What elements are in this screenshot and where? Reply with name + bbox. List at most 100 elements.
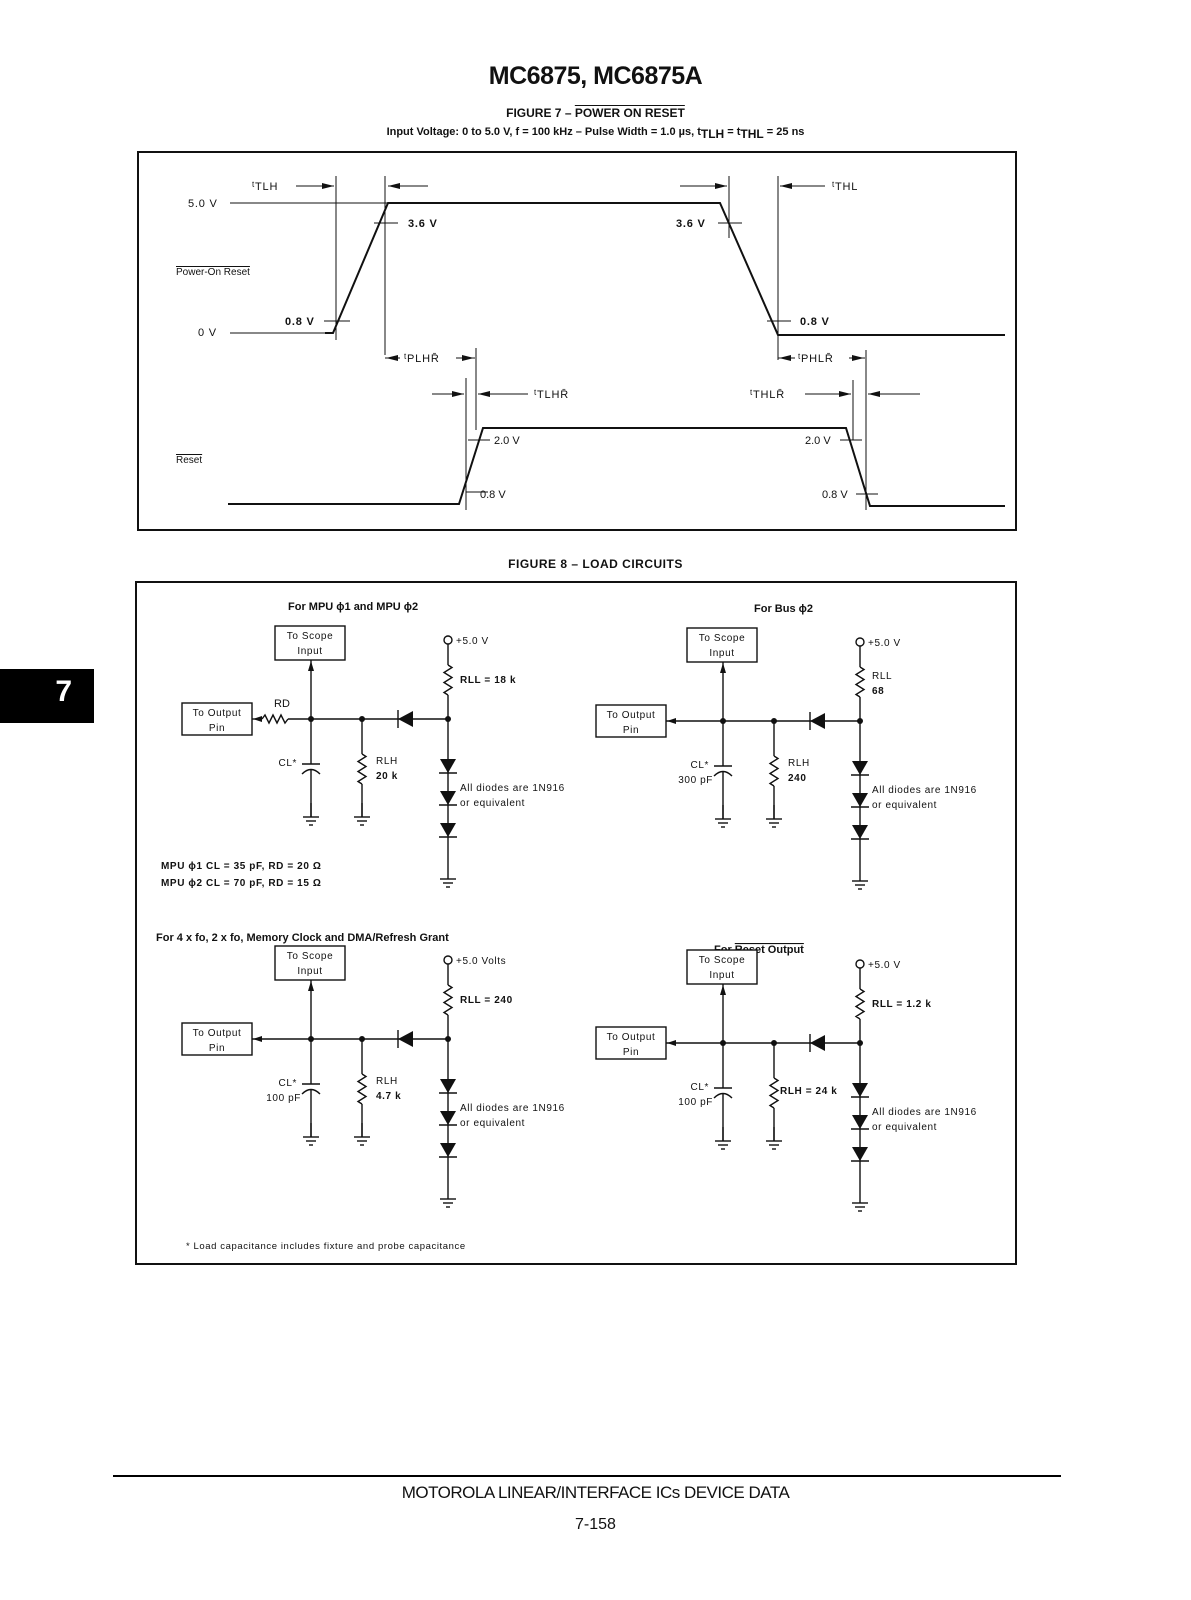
arrowhead — [779, 355, 791, 361]
mpu-note-1: MPU ϕ1 CL = 35 pF, RD = 20 Ω — [161, 861, 322, 872]
output-pin-box — [595, 1026, 667, 1060]
subcaption-sub-tlh: TLH — [700, 127, 725, 141]
scope-label-2: Input — [297, 966, 322, 977]
footnote: * Load capacitance includes fixture and … — [186, 1241, 466, 1252]
v36-right-label: 3.6 V — [676, 218, 706, 230]
schematic-line — [440, 791, 456, 805]
cl-label: CL* — [691, 760, 709, 771]
diode-note-1: All diodes are 1N916 — [460, 1103, 565, 1114]
figure7-timing-diagram: 5.0 V 0 V Power-On Reset Reset 0.8 V 3.6… — [137, 151, 1017, 531]
schematic-line — [852, 825, 868, 839]
tlh-label: tTLH — [252, 180, 278, 193]
schematic-line — [440, 1143, 456, 1157]
output-label-2: Pin — [209, 723, 225, 734]
output-label-2: Pin — [623, 725, 639, 736]
figure7-subcaption: Input Voltage: 0 to 5.0 V, f = 100 kHz –… — [0, 126, 1191, 141]
rlh-resistor — [768, 1077, 780, 1109]
scope-label-1: To Scope — [699, 633, 746, 644]
arrowhead — [780, 183, 792, 189]
power-on-reset-waveform — [325, 202, 1005, 336]
rd-resistor — [261, 713, 289, 725]
rlh-value: 20 k — [376, 771, 398, 782]
cl-label: CL* — [279, 1078, 297, 1089]
v08-reset-left-label: 0.8 V — [480, 489, 506, 501]
rll-resistor — [442, 664, 454, 696]
v36-left-label: 3.6 V — [408, 218, 438, 230]
v20-right-label: 2.0 V — [805, 435, 831, 447]
schematic-line — [253, 1036, 262, 1042]
rll-resistor — [854, 988, 866, 1020]
supply-terminal — [443, 635, 453, 645]
cl-value: 100 pF — [266, 1093, 301, 1104]
output-label-2: Pin — [209, 1043, 225, 1054]
thl-label: tTHL — [832, 180, 858, 193]
section-tab-number: 7 — [55, 675, 72, 708]
diode-note-1: All diodes are 1N916 — [460, 783, 565, 794]
diode-note-1: All diodes are 1N916 — [872, 785, 977, 796]
rlh-resistor — [768, 755, 780, 787]
power-on-reset-label: Power-On Reset — [176, 267, 250, 278]
diode-note-1: All diodes are 1N916 — [872, 1107, 977, 1118]
label-bg — [400, 350, 456, 364]
arrowhead — [462, 355, 474, 361]
isolation-diode — [398, 711, 413, 727]
arrowhead — [322, 183, 334, 189]
rd-label: RD — [274, 698, 290, 710]
rlh-label: RLH = 24 k — [780, 1086, 837, 1097]
diode-note-2: or equivalent — [460, 1118, 525, 1129]
schematic-line — [852, 761, 868, 775]
isolation-diode — [398, 1031, 413, 1047]
scope-label-2: Input — [297, 646, 322, 657]
schematic-line — [852, 1147, 868, 1161]
schematic-line — [720, 985, 726, 995]
figure7-frame — [137, 151, 1017, 531]
circuit1-title: For MPU ϕ1 and MPU ϕ2 — [288, 601, 418, 613]
rlh-resistor — [356, 753, 368, 785]
cl-label: CL* — [279, 758, 297, 769]
subcaption-text-b: = t — [724, 126, 741, 138]
schematic-line — [667, 718, 676, 724]
output-pin-box — [181, 702, 253, 736]
arrowhead — [868, 391, 880, 397]
page-number: 7-158 — [575, 1516, 616, 1533]
schematic-line — [720, 663, 726, 673]
scope-input-box — [274, 945, 346, 981]
supply-terminal — [443, 955, 453, 965]
schematic-line — [852, 793, 868, 807]
rll-label: RLL = 18 k — [460, 675, 516, 686]
scope-label-2: Input — [709, 648, 734, 659]
diode-note-2: or equivalent — [460, 798, 525, 809]
rlh-value: 240 — [788, 773, 807, 784]
figure8-caption: FIGURE 8 – LOAD CIRCUITS — [508, 557, 683, 571]
output-label-1: To Output — [607, 710, 656, 721]
rlh-label: RLH — [788, 758, 810, 769]
arrowhead — [715, 183, 727, 189]
output-pin-box — [595, 704, 667, 738]
supply-label: +5.0 V — [868, 638, 901, 649]
figure7-caption: FIGURE 7 – POWER ON RESET — [0, 106, 1191, 120]
scope-label-2: Input — [709, 970, 734, 981]
level-5v-label: 5.0 V — [188, 198, 218, 210]
figure8-frame — [135, 581, 1017, 1265]
schematic-line — [852, 1083, 868, 1097]
footer-rule — [113, 1475, 1061, 1477]
section-tab: 7 — [0, 669, 94, 723]
schematic-line — [440, 1079, 456, 1093]
subcaption-text-c: = 25 ns — [763, 126, 805, 138]
scope-input-box — [686, 627, 758, 663]
rlh-resistor — [356, 1073, 368, 1105]
output-label-1: To Output — [607, 1032, 656, 1043]
circuit3-title: For 4 x fo, 2 x fo, Memory Clock and DMA… — [156, 932, 449, 944]
label-bg — [795, 350, 849, 364]
isolation-diode — [810, 713, 825, 729]
supply-terminal — [855, 637, 865, 647]
scope-label-1: To Scope — [287, 951, 334, 962]
supply-label: +5.0 Volts — [456, 956, 506, 967]
rll-value: 68 — [872, 686, 884, 697]
rll-label: RLL = 240 — [460, 995, 513, 1006]
rll-resistor — [442, 984, 454, 1016]
